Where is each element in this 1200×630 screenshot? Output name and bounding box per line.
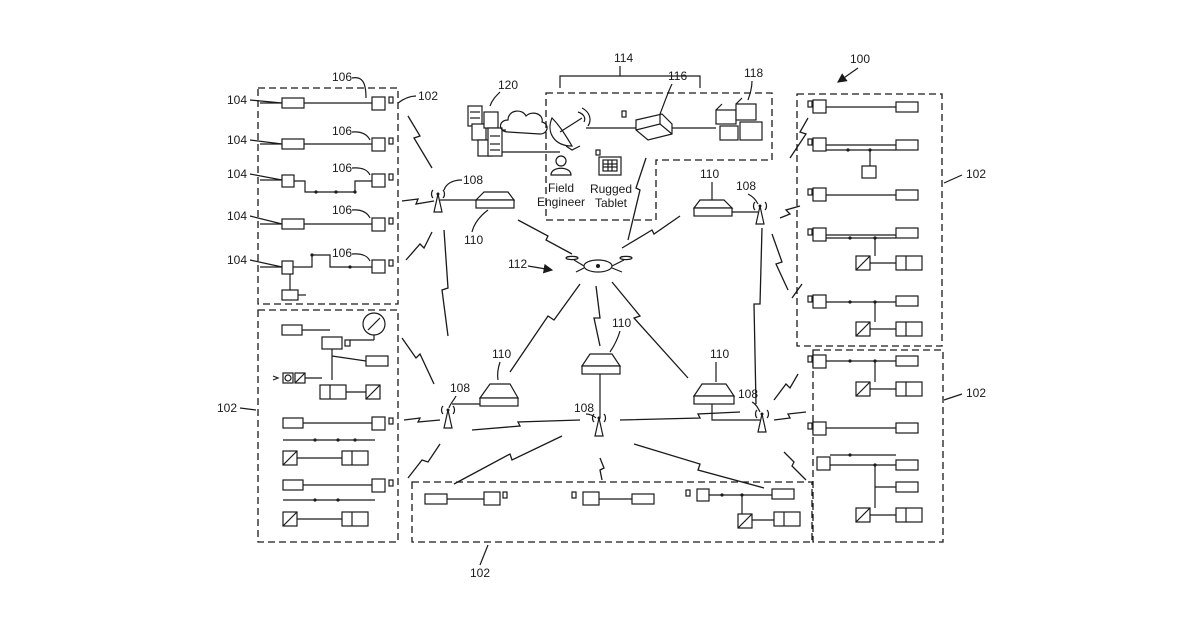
sensor-row (260, 253, 393, 300)
label-106: 106 (332, 124, 352, 138)
field-engineer-caption-line1: Field (548, 181, 574, 195)
sensor-row (260, 138, 393, 151)
sensor-row (260, 218, 393, 231)
antenna-icon (442, 406, 455, 428)
field-engineer-caption-line2: Engineer (537, 195, 585, 209)
antenna-icon (754, 202, 767, 224)
gateway-icon (480, 384, 518, 406)
gateway-icon (582, 354, 620, 374)
label-114: 114 (614, 51, 633, 65)
sensor-row (260, 174, 393, 194)
gauge-icon (363, 313, 385, 340)
label-110: 110 (710, 347, 729, 361)
drone-icon (566, 256, 632, 272)
sensor-row (260, 97, 393, 110)
label-110: 110 (464, 233, 483, 247)
gateway-icon (476, 192, 514, 208)
satellite-dish-icon (550, 108, 590, 150)
antenna-icon (756, 410, 769, 432)
label-102: 102 (418, 89, 438, 103)
facility-top-left (260, 97, 393, 300)
label-108: 108 (574, 401, 594, 415)
label-108: 108 (463, 173, 483, 187)
label-102: 102 (966, 386, 986, 400)
label-110: 110 (700, 167, 719, 181)
label-120: 120 (498, 78, 518, 92)
label-104: 104 (227, 133, 247, 147)
label-110: 110 (492, 347, 511, 361)
label-104: 104 (227, 209, 247, 223)
gateway-icon (694, 200, 732, 216)
label-112: 112 (508, 257, 527, 271)
facility-mid-left (273, 313, 393, 526)
label-106: 106 (332, 161, 352, 175)
label-102: 102 (470, 566, 490, 580)
facility-top-right (808, 100, 922, 336)
cloud-icon (501, 111, 548, 134)
label-104: 104 (227, 167, 247, 181)
label-108: 108 (736, 179, 756, 193)
storage-icon (716, 98, 762, 140)
label-106: 106 (332, 70, 352, 84)
facility-bottom (425, 489, 800, 528)
label-106: 106 (332, 246, 352, 260)
label-104: 104 (227, 253, 247, 267)
label-106: 106 (332, 203, 352, 217)
label-110: 110 (612, 316, 631, 330)
facility-bottom-right (808, 355, 922, 522)
gateway-icon (694, 384, 734, 404)
rugged-tablet-caption-line1: Rugged (590, 182, 632, 196)
label-118: 118 (744, 66, 763, 80)
tablet-icon (596, 150, 621, 175)
label-116: 116 (668, 69, 687, 83)
valve-icon (273, 373, 305, 383)
facility-boundary-bottom-right (813, 350, 943, 542)
router-icon (636, 114, 672, 140)
label-100: 100 (850, 52, 870, 66)
label-108: 108 (450, 381, 470, 395)
rugged-tablet-caption-line2: Tablet (595, 196, 628, 210)
label-102: 102 (966, 167, 986, 181)
label-102: 102 (217, 401, 237, 415)
facility-boundary-bottom (412, 482, 812, 542)
server-rack-icon (468, 106, 502, 156)
person-icon (551, 156, 571, 175)
label-104: 104 (227, 93, 247, 107)
